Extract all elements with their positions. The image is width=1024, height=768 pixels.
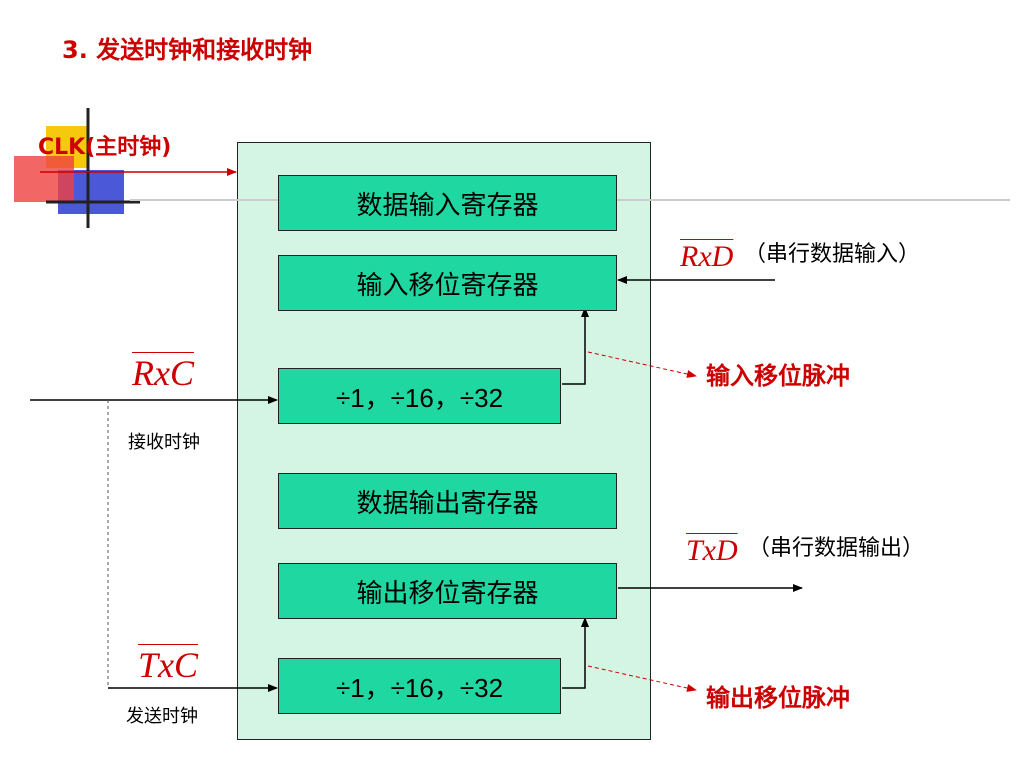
rxd-description: （串行数据输入） [744, 242, 921, 267]
rx-clock-divider: ÷1，÷16，÷32 [278, 368, 561, 424]
input-shift-pulse: 输入移位脉冲 [706, 362, 850, 390]
txd-signal: TxD [686, 534, 738, 567]
uart-panel [237, 142, 651, 740]
input-shift-register: 输入移位寄存器 [278, 255, 617, 311]
rxc-signal: RxC [132, 353, 194, 393]
out-pulse-pointer [587, 665, 697, 692]
output-shift-pulse: 输出移位脉冲 [706, 684, 850, 712]
txd-description: （串行数据输出） [748, 536, 925, 561]
txc-signal: TxC [138, 645, 199, 685]
data-output-register: 数据输出寄存器 [278, 473, 617, 529]
tx-divider-to-shift [562, 617, 589, 689]
rxd-signal: RxD [680, 240, 734, 273]
page-title: 3. 发送时钟和接收时钟 [62, 36, 313, 64]
tx-clock-divider: ÷1，÷16，÷32 [278, 658, 561, 714]
output-shift-register: 输出移位寄存器 [278, 563, 617, 619]
decorative-logo [14, 108, 140, 228]
txc-description: 发送时钟 [126, 706, 198, 727]
rxc-description: 接收时钟 [128, 432, 200, 453]
in-pulse-pointer [587, 351, 697, 378]
clk-label: CLK(主时钟) [38, 135, 172, 160]
data-input-register: 数据输入寄存器 [278, 175, 617, 231]
rx-divider-to-shift [562, 307, 589, 385]
